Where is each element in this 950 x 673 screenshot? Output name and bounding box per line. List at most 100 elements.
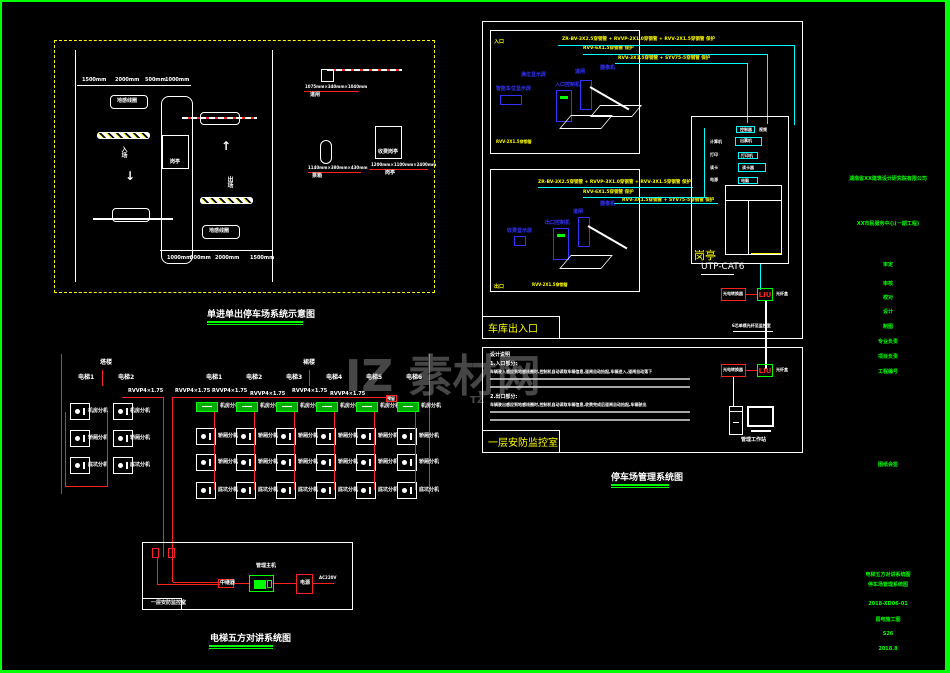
- entry-device-2: 道闸: [575, 69, 586, 75]
- exit-gate-icon: [578, 217, 590, 247]
- workstation-monitor-icon: [747, 406, 774, 427]
- machine-room-unit: [276, 402, 298, 412]
- station-a2-pit: [113, 457, 133, 474]
- entry-device-3: 摄像机: [600, 65, 616, 71]
- tb-row-label: 校对: [882, 295, 893, 301]
- junction-1: [152, 548, 159, 558]
- reserved-box: [386, 395, 397, 402]
- intercom-control-room-tag: [142, 598, 182, 610]
- station-label: 轿厢分机: [298, 459, 319, 465]
- intercom-title-underline: [209, 645, 273, 647]
- speed-bump-left: [97, 132, 150, 139]
- exit-device-3: 摄像机: [600, 201, 616, 207]
- machine-room-label: 机房分机: [380, 403, 401, 409]
- entry-label: 入场: [120, 146, 127, 158]
- fiber-link-bottom: [746, 370, 758, 371]
- power-box: [296, 574, 313, 594]
- power-in-line: [313, 583, 334, 584]
- tb-date: 2018.8: [878, 646, 898, 652]
- fiber-run-label: 6芯单模光纤至监控室: [732, 323, 771, 328]
- intercom-control-room: [142, 542, 353, 610]
- booth-label: 岗亭: [170, 159, 181, 165]
- cable-spec-b5: RVVP4×1.75: [330, 391, 366, 397]
- tb-row-label: 专业负责: [877, 339, 898, 345]
- workstation-label: 管理工作站: [741, 437, 767, 443]
- legend-barrier-underline: [304, 91, 359, 92]
- station-label: 轿厢分机: [378, 459, 399, 465]
- ticket-box-bottom-label: 地感线圈: [209, 228, 230, 234]
- booth-device-3-label: 打印机: [741, 153, 753, 158]
- fiber-panel-bottom: LIU: [757, 364, 773, 377]
- legend-barrier-dims: 1075mm×340mm×1040mm: [305, 84, 368, 89]
- booth-side-5: 电源: [710, 177, 718, 182]
- station-a2-machine: [113, 403, 133, 420]
- barrier-arm-top: [182, 117, 257, 119]
- dim-top-1: 1500mm: [82, 77, 107, 83]
- cable-spec-b3: RVVP4×1.75: [250, 391, 286, 397]
- car-station: [236, 428, 256, 445]
- dim-top-4: 1000mm: [165, 77, 190, 83]
- notes-heading: 设计说明: [490, 352, 511, 358]
- trunk-1: [157, 557, 158, 584]
- entry-cable-3: RVV-3X1.5穿钢管 + SYV75-5穿钢管 保护: [618, 56, 711, 61]
- dim-top-3: 500mm: [145, 77, 166, 83]
- notes-filler-lines-2: [490, 411, 690, 421]
- lift-cable: [254, 412, 255, 490]
- control-room-panel: [482, 347, 803, 453]
- car-station: [356, 428, 376, 445]
- barrier-arm-bottom: [93, 218, 173, 220]
- booth-panel: [691, 116, 789, 264]
- notes-item-2: 车辆驶入感应到地感线圈时,控制机自动读取车辆信息,道闸自动抬起,车辆进入,道闸自…: [490, 369, 653, 374]
- legend-ticketbox-underline: [308, 172, 361, 173]
- station-label: 轿厢分机: [419, 433, 440, 439]
- station-a1-pit: [70, 457, 90, 474]
- label-a1-machine: 机房分机: [88, 408, 109, 414]
- cable-feed-b-drop: [172, 397, 173, 582]
- legend-booth-icon-label: 收费岗亭: [378, 149, 399, 155]
- fiber-run-underline: [733, 331, 773, 332]
- station-a1-machine: [70, 403, 90, 420]
- parking-layout-title: 单进单出停车场系统示意图: [207, 310, 316, 320]
- legend-barrier-arm: [327, 69, 402, 71]
- legend-booth-dims: 1200mm×1100mm×2400mm: [371, 162, 437, 167]
- station-label: 轿厢分机: [338, 459, 359, 465]
- ticket-box-top-label: 地感线圈: [117, 98, 138, 104]
- car-station: [276, 454, 296, 471]
- notes-filler-lines: [490, 378, 690, 392]
- legend-ticketbox-dims: 1140mm×380mm×430mm: [308, 165, 368, 170]
- island: [161, 96, 193, 264]
- tb-row-label: 图纸会签: [877, 462, 898, 468]
- booth-device-5: [738, 177, 758, 184]
- lift-cable: [294, 412, 295, 490]
- cable-spec-b1: RVVP4×1.75: [175, 388, 211, 394]
- lift-b-2: 电梯2: [246, 374, 263, 381]
- relay-box: [218, 579, 234, 588]
- machine-room-label: 机房分机: [340, 403, 361, 409]
- station-label: 轿厢分机: [218, 459, 239, 465]
- fiber-tag-bottom: 光纤盒: [776, 367, 788, 372]
- lift-a-2: 电梯2: [118, 374, 135, 381]
- fiber-transceiver-top-label: 光电转换器: [723, 291, 743, 296]
- relay-label: 中继器: [220, 580, 236, 586]
- exit-device-1: 出口控制机: [545, 220, 571, 226]
- fiber-tag-top: 光纤盒: [776, 291, 788, 296]
- station-label: 底坑分机: [419, 487, 440, 493]
- fiber-transceiver-top: [721, 288, 746, 301]
- pit-station: [236, 482, 256, 499]
- machine-room-unit: [316, 402, 338, 412]
- fiber-link-top: [746, 294, 758, 295]
- trunk-1-h: [157, 584, 220, 585]
- label-a2-machine: 机房分机: [130, 408, 151, 414]
- legend-ticketbox-icon: [320, 140, 332, 164]
- tb-row-label: 制图: [882, 324, 893, 330]
- cable-run-3: [615, 63, 748, 64]
- dim-bottom-3: 2000mm: [215, 255, 240, 261]
- legend-barrier-body: [321, 69, 334, 82]
- machine-room-label: 机房分机: [300, 403, 321, 409]
- lift-b-6: 电梯6: [406, 374, 423, 381]
- legend-booth-name: 岗亭: [385, 170, 396, 176]
- parking-layout-title-underline: [207, 321, 303, 323]
- station-label: 轿厢分机: [258, 459, 279, 465]
- fiber-transceiver-bottom: [721, 364, 746, 377]
- notes-item-3: 2.出口部分:: [490, 394, 518, 400]
